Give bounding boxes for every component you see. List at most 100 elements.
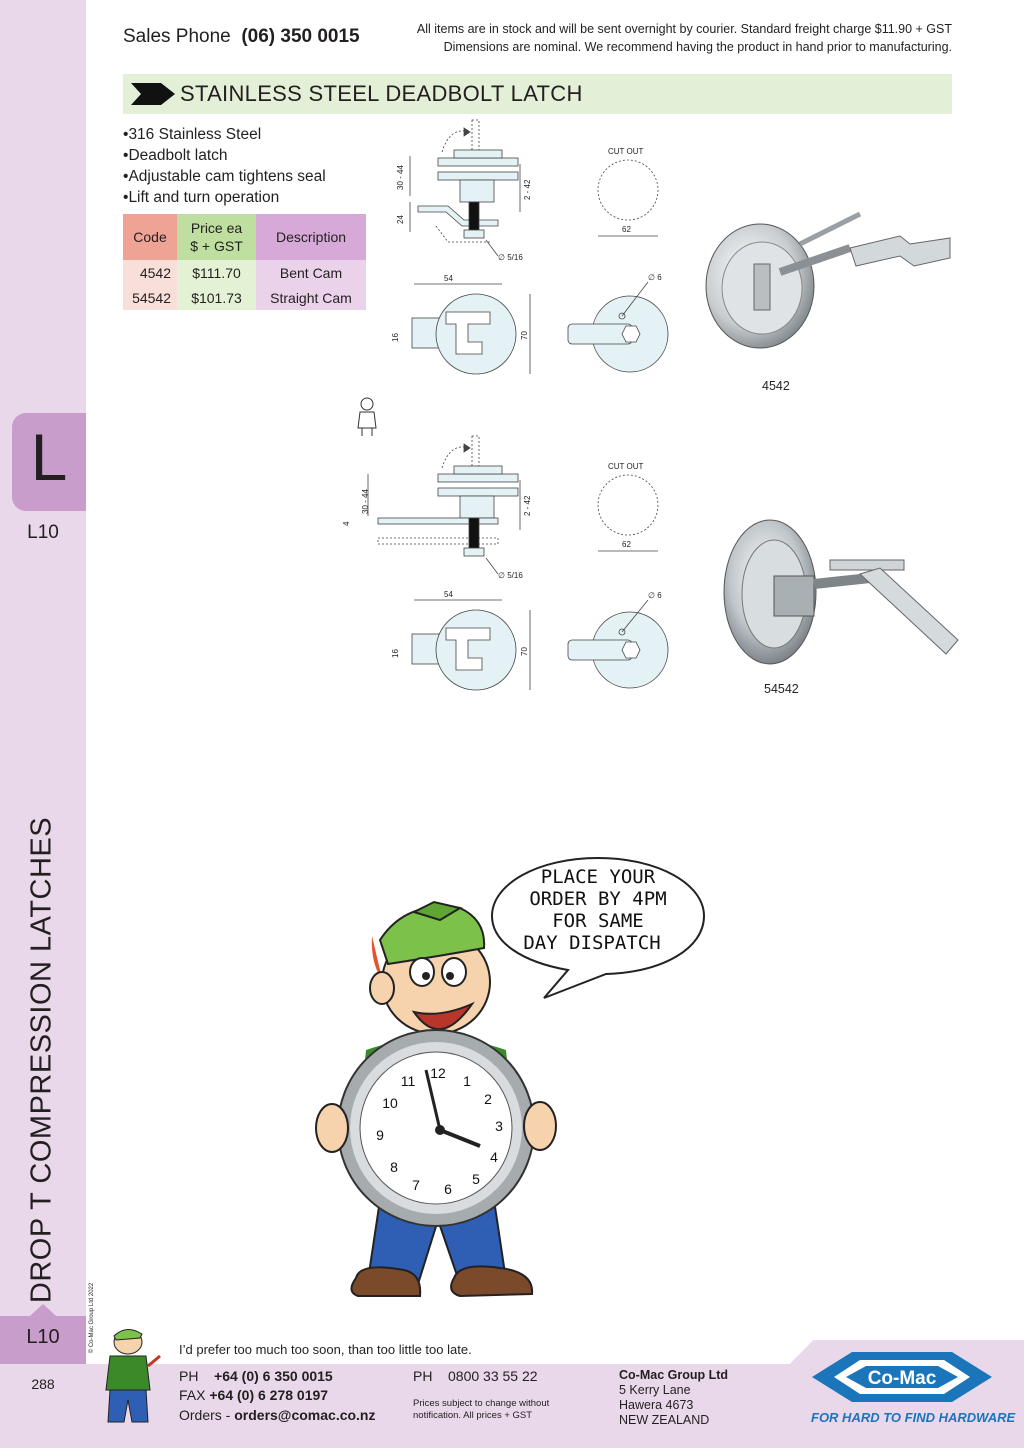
clock-number: 8 <box>390 1159 398 1175</box>
mascot-with-clock: 12 1 2 3 4 5 6 7 8 9 10 11 <box>315 900 557 1298</box>
phone-label: PH <box>179 1368 199 1384</box>
footer-freephone: PH 0800 33 55 22 <box>413 1368 538 1384</box>
back-view-drawing: ∅ 6 <box>567 591 669 689</box>
product-photo-straight-cam <box>723 519 959 665</box>
dim-label: ∅ 6 <box>648 591 662 600</box>
arrow-icon <box>131 83 175 105</box>
phone-number[interactable]: +64 (0) 6 350 0015 <box>214 1368 333 1384</box>
company-address: Co-Mac Group Ltd 5 Kerry Lane Hawera 467… <box>619 1368 728 1428</box>
clock-number: 2 <box>484 1091 492 1107</box>
pricing-note: Prices subject to change without notific… <box>413 1398 550 1421</box>
dim-label: 2 - 42 <box>523 495 532 516</box>
dim-label: 54 <box>444 274 453 283</box>
cutout-label: CUT OUT <box>608 147 644 156</box>
dim-label: 54 <box>444 590 453 599</box>
cutout-drawing: CUT OUT 62 <box>597 462 659 552</box>
company-name: Co-Mac Group Ltd <box>619 1368 729 1382</box>
footer-orders: Orders - orders@comac.co.nz <box>179 1407 376 1423</box>
side-view-drawing-straight: 30 - 44 4 2 - 42 ∅ 5/16 <box>342 435 532 580</box>
section-tab: L <box>12 413 86 511</box>
freight-note: All items are in stock and will be sent … <box>352 20 952 56</box>
clock-number: 5 <box>472 1171 480 1187</box>
feature-item: Deadbolt latch <box>123 145 326 166</box>
fax-label: FAX <box>179 1387 206 1403</box>
table-header-row: Code Price ea $ + GST Description <box>123 214 366 260</box>
cutout-drawing: CUT OUT 62 <box>597 147 659 237</box>
feature-item: Lift and turn operation <box>123 187 326 208</box>
clock-number: 4 <box>490 1149 498 1165</box>
clock-number: 3 <box>495 1118 503 1134</box>
photo-label: 4542 <box>762 379 790 393</box>
cutout-label: CUT OUT <box>608 462 644 471</box>
header-code: Code <box>123 214 177 260</box>
dim-label: 4 <box>342 521 351 526</box>
address-line: 5 Kerry Lane <box>619 1383 691 1397</box>
orders-label: Orders - <box>179 1407 231 1423</box>
freephone-number[interactable]: 0800 33 55 22 <box>448 1368 538 1384</box>
header-price: Price ea $ + GST <box>177 214 256 260</box>
left-sidebar <box>0 0 86 1448</box>
dim-label: 16 <box>391 649 400 658</box>
logo-tagline: FOR HARD TO FIND HARDWARE <box>811 1410 1016 1425</box>
comac-logo[interactable]: Co-Mac <box>810 1348 994 1406</box>
footer-fax: FAX +64 (0) 6 278 0197 <box>179 1387 328 1403</box>
fax-number: +64 (0) 6 278 0197 <box>209 1387 329 1403</box>
product-title: STAINLESS STEEL DEADBOLT LATCH <box>180 81 583 106</box>
speech-bubble: PLACE YOUR ORDER BY 4PM FOR SAME DAY DIS… <box>490 856 706 999</box>
dim-label: ∅ 5/16 <box>498 253 523 262</box>
table-row: 54542 $101.73 Straight Cam <box>123 285 366 310</box>
clock-number: 12 <box>430 1065 446 1081</box>
orders-email-link[interactable]: orders@comac.co.nz <box>234 1407 376 1423</box>
cell-price: $101.73 <box>177 285 256 310</box>
clock-number: 1 <box>463 1073 471 1089</box>
clock-number: 9 <box>376 1127 384 1143</box>
speech-line: FOR SAME <box>552 910 644 932</box>
cell-code: 54542 <box>123 285 177 310</box>
section-code: L10 <box>27 522 59 543</box>
header-description: Description <box>256 214 366 260</box>
dim-label: 30 - 44 <box>361 489 370 514</box>
dim-label: 24 <box>396 215 405 224</box>
freight-line-2: Dimensions are nominal. We recommend hav… <box>443 40 952 54</box>
price-table: Code Price ea $ + GST Description 4542 $… <box>123 214 366 310</box>
dim-label: ∅ 6 <box>648 273 662 282</box>
motto: I’d prefer too much too soon, than too l… <box>179 1342 472 1357</box>
product-title-bar: STAINLESS STEEL DEADBOLT LATCH <box>123 74 952 114</box>
speech-line: ORDER BY 4PM <box>529 888 666 910</box>
cell-price: $111.70 <box>177 260 256 285</box>
speech-line: DAY DISPATCH <box>523 932 660 954</box>
sales-phone-label: Sales Phone <box>123 26 231 47</box>
front-view-drawing: 54 16 70 <box>391 590 531 691</box>
bottom-tab <box>0 1304 86 1364</box>
cell-description: Bent Cam <box>256 260 366 285</box>
cell-code: 4542 <box>123 260 177 285</box>
footer-phone: PH +64 (0) 6 350 0015 <box>179 1368 333 1384</box>
clock-number: 11 <box>401 1073 416 1089</box>
address-line: Hawera 4673 <box>619 1398 694 1412</box>
mascot-footer-icon <box>105 1329 161 1423</box>
copyright: © Co-Mac Group Ltd 2022 <box>89 1282 95 1354</box>
mascot-small-icon <box>357 397 377 436</box>
feature-item: 316 Stainless Steel <box>123 124 326 145</box>
dim-label: 70 <box>520 647 529 656</box>
sales-phone-number[interactable]: (06) 350 0015 <box>241 26 360 47</box>
cell-description: Straight Cam <box>256 285 366 310</box>
clock-number: 7 <box>412 1177 420 1193</box>
dim-label: 30 - 44 <box>396 165 405 190</box>
freephone-label: PH <box>413 1368 433 1384</box>
page-number: 288 <box>31 1376 55 1392</box>
speech-line: PLACE YOUR <box>541 866 656 888</box>
bottom-section-code: L10 <box>26 1326 60 1348</box>
freight-line-1: All items are in stock and will be sent … <box>416 22 952 36</box>
product-photo-bent-cam <box>705 211 951 349</box>
side-view-drawing-bent: 30 - 44 24 2 - 42 ∅ 5/16 <box>396 119 532 262</box>
clock-number: 10 <box>382 1095 398 1111</box>
dim-label: 62 <box>622 540 631 549</box>
feature-item: Adjustable cam tightens seal <box>123 166 325 187</box>
logo-text: Co-Mac <box>868 1368 937 1389</box>
feature-list: 316 Stainless Steel Deadbolt latch Adjus… <box>123 124 326 208</box>
photo-label: 54542 <box>764 682 799 696</box>
back-view-drawing: ∅ 6 <box>567 273 669 373</box>
section-letter: L <box>30 420 68 494</box>
address-line: NEW ZEALAND <box>619 1413 710 1427</box>
